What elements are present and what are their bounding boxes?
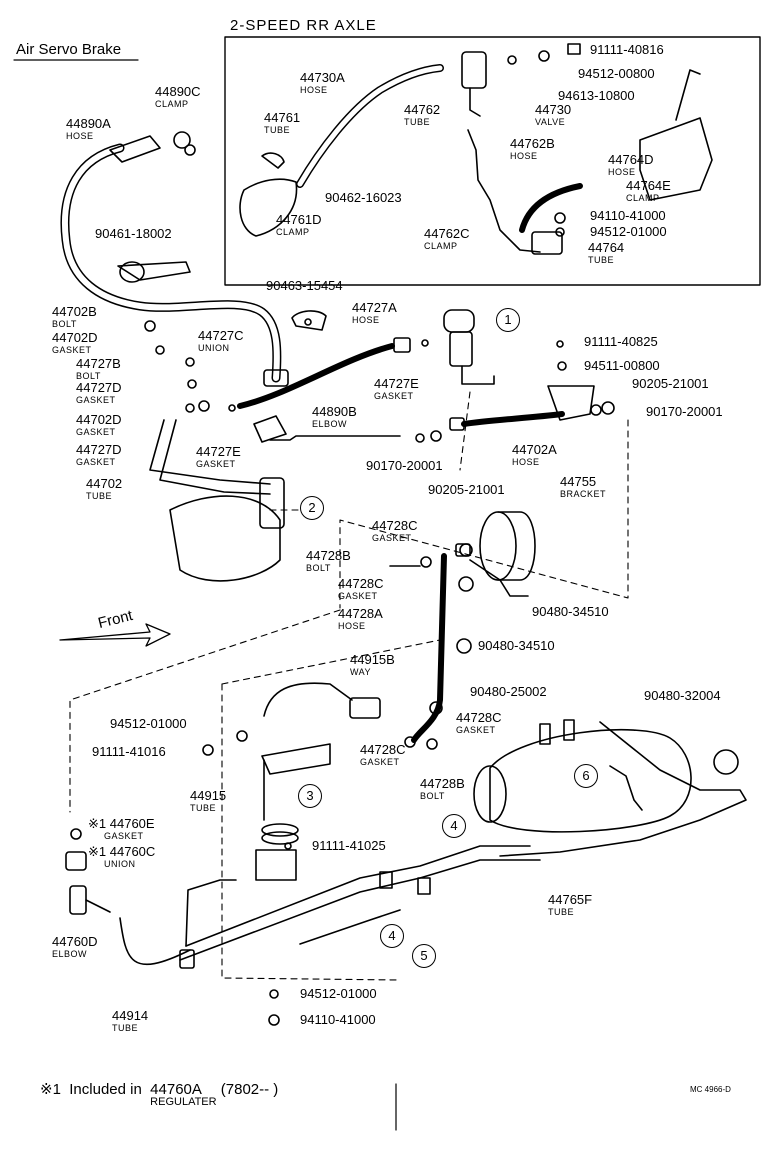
part-label: 90480-34510 bbox=[532, 604, 609, 619]
part-label: 90170-20001 bbox=[646, 404, 723, 419]
part-label: 91111-41025 bbox=[312, 838, 386, 853]
part-label: 91111-40825 bbox=[584, 334, 658, 349]
part-label: 94512-01000 bbox=[110, 716, 187, 731]
inset-title: 2-SPEED RR AXLE bbox=[230, 17, 377, 34]
callout-6: 6 bbox=[574, 764, 598, 788]
part-label: 90480-34510 bbox=[478, 638, 555, 653]
part-label: 94512-01000 bbox=[590, 224, 667, 239]
part-label: 90205-21001 bbox=[632, 376, 709, 391]
figure-code: MC 4966-D bbox=[690, 1085, 731, 1094]
part-label: 90461-18002 bbox=[95, 226, 172, 241]
diagram-title: Air Servo Brake bbox=[16, 41, 122, 58]
footnote: ※1 Included in 44760A REGULATER (7802-- … bbox=[40, 1081, 279, 1108]
part-label: 91111-40816 bbox=[590, 42, 664, 57]
part-label: 90205-21001 bbox=[428, 482, 505, 497]
part-label: 94613-10800 bbox=[558, 88, 635, 103]
part-label: 94110-41000 bbox=[300, 1012, 376, 1027]
part-label: 94512-00800 bbox=[578, 66, 655, 81]
callout-3: 3 bbox=[298, 784, 322, 808]
part-label: 90463-15454 bbox=[266, 278, 343, 293]
part-label: 94512-01000 bbox=[300, 986, 377, 1001]
part-label: 94110-41000 bbox=[590, 208, 666, 223]
callout-4: 4 bbox=[442, 814, 466, 838]
part-label: 90480-25002 bbox=[470, 684, 547, 699]
callout-1: 1 bbox=[496, 308, 520, 332]
part-label: 91111-41016 bbox=[92, 744, 166, 759]
callout-4: 4 bbox=[380, 924, 404, 948]
part-label: 90462-16023 bbox=[325, 190, 402, 205]
part-label: 90480-32004 bbox=[644, 688, 721, 703]
callout-5: 5 bbox=[412, 944, 436, 968]
part-label: 90170-20001 bbox=[366, 458, 443, 473]
callout-2: 2 bbox=[300, 496, 324, 520]
part-label: 94511-00800 bbox=[584, 358, 660, 373]
